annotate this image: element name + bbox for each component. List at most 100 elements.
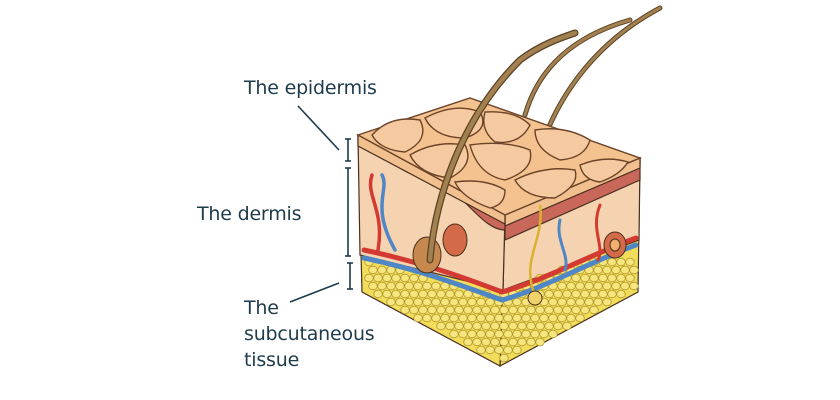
fat-cell: [562, 289, 572, 299]
fat-cell: [485, 329, 495, 339]
fat-cell: [422, 281, 432, 291]
fat-cell: [616, 273, 626, 283]
fat-cell: [571, 305, 581, 315]
fat-cell: [535, 337, 545, 347]
fat-cell: [467, 329, 477, 339]
fat-cell: [485, 313, 495, 323]
fat-cell: [607, 289, 617, 299]
fat-cell: [427, 289, 437, 299]
fat-cell: [377, 281, 387, 291]
fat-cell: [458, 297, 468, 307]
fat-cell: [620, 265, 630, 275]
fat-cell: [593, 297, 603, 307]
fat-cell: [571, 289, 581, 299]
fat-cell: [445, 305, 455, 315]
fat-cell: [508, 321, 518, 331]
subcutaneous-label-line2: subcutaneous: [244, 323, 375, 345]
fat-cell: [521, 313, 531, 323]
fat-cell: [535, 321, 545, 331]
fat-cell: [584, 281, 594, 291]
fat-cell: [404, 297, 414, 307]
fat-cell: [463, 321, 473, 331]
fat-cell: [436, 321, 446, 331]
sebaceous-gland: [442, 223, 468, 257]
fat-cell: [512, 329, 522, 339]
fat-cell: [413, 313, 423, 323]
fat-cell: [454, 321, 464, 331]
fat-cell: [400, 273, 410, 283]
fat-cell: [512, 297, 522, 307]
fat-cell: [629, 281, 639, 291]
fat-cell: [508, 305, 518, 315]
fat-cell: [593, 281, 603, 291]
fat-cell: [575, 297, 585, 307]
fat-cell: [512, 313, 522, 323]
fat-cell: [499, 305, 509, 315]
fat-cell: [364, 273, 374, 283]
fat-cell: [463, 337, 473, 347]
fat-cell: [562, 305, 572, 315]
fat-cell: [440, 313, 450, 323]
fat-cell: [445, 289, 455, 299]
fat-cell: [391, 289, 401, 299]
fat-cell: [454, 289, 464, 299]
fat-cell: [557, 297, 567, 307]
fat-cell: [436, 289, 446, 299]
fat-cell: [530, 313, 540, 323]
fat-cell: [503, 345, 513, 355]
fat-cell: [382, 289, 392, 299]
epidermis-bracket: [345, 138, 351, 162]
epidermis-label: The epidermis: [244, 77, 377, 99]
fat-cell: [553, 321, 563, 331]
fat-cell: [368, 265, 378, 275]
fat-cell: [539, 313, 549, 323]
fat-cell: [553, 305, 563, 315]
fat-cell: [476, 329, 486, 339]
fat-cell: [391, 273, 401, 283]
fat-cell: [499, 321, 509, 331]
fat-cell: [476, 345, 486, 355]
fat-cell: [409, 305, 419, 315]
fat-cell: [526, 305, 536, 315]
fat-cell: [463, 305, 473, 315]
fat-cell: [593, 265, 603, 275]
subcutaneous-leader-line: [289, 282, 340, 303]
fat-cell: [616, 289, 626, 299]
fat-cell: [526, 321, 536, 331]
fat-cell: [440, 297, 450, 307]
fat-cell: [544, 305, 554, 315]
fat-cell: [629, 265, 639, 275]
fat-cell: [512, 345, 522, 355]
fat-cell: [544, 321, 554, 331]
fat-cell: [508, 337, 518, 347]
fat-cell: [481, 305, 491, 315]
artery: [361, 235, 639, 295]
fat-cell: [395, 297, 405, 307]
fat-cell: [436, 305, 446, 315]
fat-cell: [418, 289, 428, 299]
fat-cell: [566, 313, 576, 323]
fat-cell: [472, 337, 482, 347]
fat-cell: [521, 329, 531, 339]
fat-cell: [413, 281, 423, 291]
fat-cell: [580, 305, 590, 315]
fat-cell: [404, 281, 414, 291]
fat-cell: [382, 273, 392, 283]
fat-cell: [503, 329, 513, 339]
fat-cell: [373, 273, 383, 283]
fat-cell: [607, 273, 617, 283]
fat-cell: [580, 273, 590, 283]
fat-cell: [566, 297, 576, 307]
fat-cell: [476, 297, 486, 307]
fat-cell: [611, 281, 621, 291]
fat-cell: [472, 321, 482, 331]
fat-cell: [535, 305, 545, 315]
fat-cell: [485, 345, 495, 355]
nerve: [528, 204, 542, 296]
fat-cell: [562, 321, 572, 331]
vein: [361, 242, 639, 303]
fat-cell: [490, 305, 500, 315]
fat-cell: [449, 329, 459, 339]
fat-cell: [503, 313, 513, 323]
